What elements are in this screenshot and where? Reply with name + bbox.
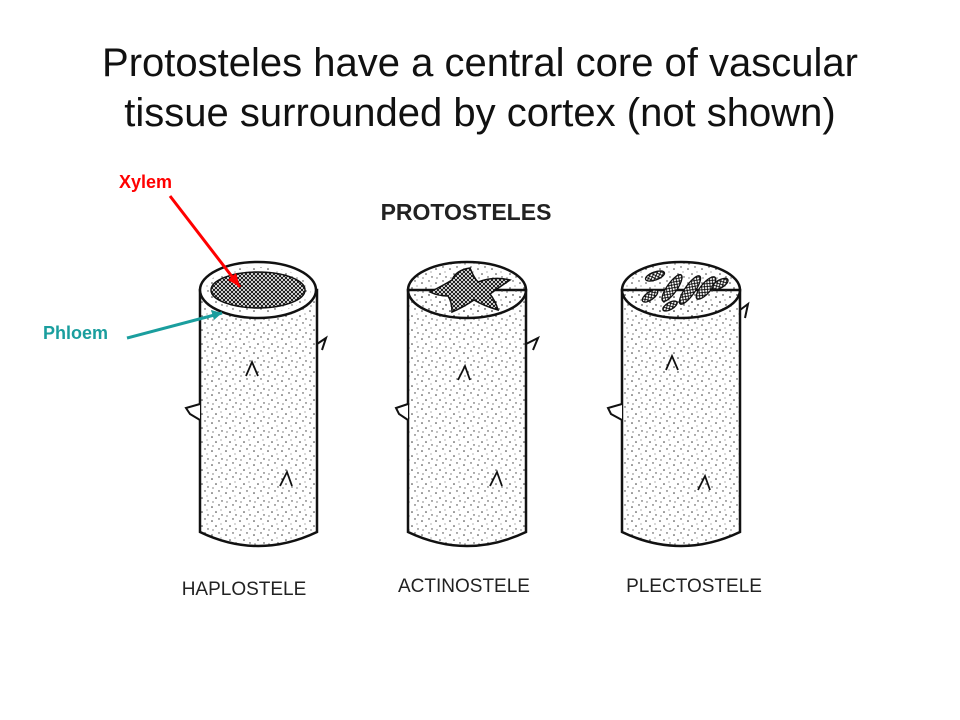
stem-body <box>198 288 319 548</box>
branch-stub <box>525 335 540 351</box>
branch-stub <box>606 403 623 421</box>
title-line-1: Protosteles have a central core of vascu… <box>102 41 858 85</box>
leaf-gap-mark <box>457 363 471 381</box>
phloem-pointer-line <box>126 311 223 340</box>
branch-stub <box>316 335 328 351</box>
xylem-star <box>428 267 512 314</box>
xylem-label: Xylem <box>119 172 172 192</box>
xylem-pointer-line <box>168 195 242 288</box>
xylem-callout: Xylem <box>119 172 242 288</box>
phloem-label: Phloem <box>43 323 108 343</box>
actinostele-stem: ACTINOSTELE <box>394 260 540 597</box>
xylem-core <box>210 271 306 309</box>
leaf-gap-mark <box>279 469 293 487</box>
phloem-callout: Phloem <box>43 310 223 343</box>
xylem-arrowhead <box>228 273 240 287</box>
diagram-heading: PROTOSTELES <box>381 199 552 225</box>
leaf-gap-mark <box>697 473 711 491</box>
stem-label: HAPLOSTELE <box>182 579 307 600</box>
stem-label: ACTINOSTELE <box>398 576 530 597</box>
branch-stub <box>184 403 201 421</box>
title-line-2: tissue surrounded by cortex (not shown) <box>124 91 836 135</box>
stem-top <box>620 260 742 320</box>
branch-stub <box>739 301 750 319</box>
stem-body <box>620 288 742 548</box>
xylem-plates <box>641 270 729 312</box>
phloem-arrowhead <box>211 310 222 320</box>
stem-label: PLECTOSTELE <box>626 576 762 597</box>
plectostele-stem: PLECTOSTELE <box>606 260 762 597</box>
leaf-gap-mark <box>665 353 679 371</box>
leaf-gap-mark <box>245 359 259 377</box>
slide-title: Protosteles have a central core of vascu… <box>0 38 960 138</box>
haplostele-stem: HAPLOSTELE <box>182 260 328 600</box>
stem-body <box>406 288 528 548</box>
leaf-gap-mark <box>489 469 503 487</box>
branch-stub <box>394 403 409 421</box>
